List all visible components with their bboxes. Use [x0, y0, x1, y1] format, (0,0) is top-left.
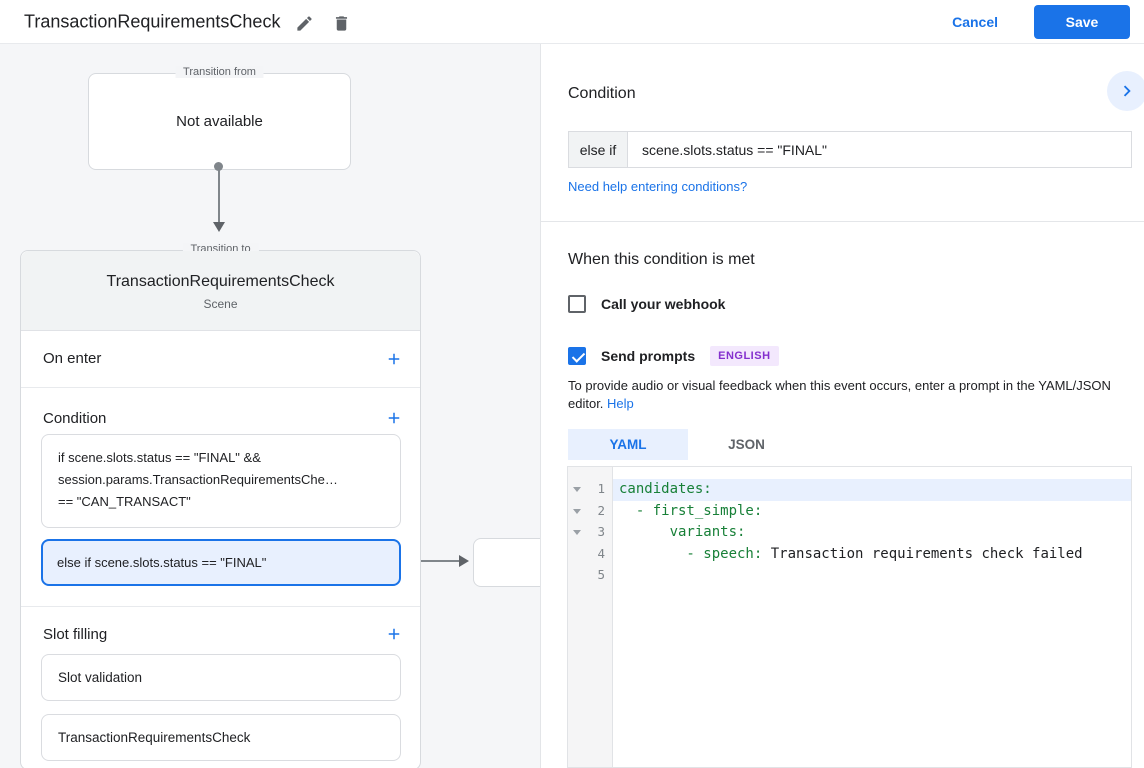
connector-line — [218, 170, 220, 222]
save-button[interactable]: Save — [1034, 5, 1130, 39]
plus-icon — [388, 628, 400, 640]
help-link[interactable]: Help — [607, 396, 634, 411]
on-enter-row: On enter — [21, 331, 420, 388]
fold-arrow-icon[interactable] — [573, 530, 581, 535]
condition-text-line: == "CAN_TRANSACT" — [58, 494, 191, 509]
fold-arrow-icon[interactable] — [573, 508, 581, 514]
send-prompts-checkbox-label: Send prompts — [601, 348, 696, 364]
slot-item-transaction[interactable]: TransactionRequirementsCheck — [41, 714, 401, 761]
top-bar: TransactionRequirementsCheck Cancel Save — [0, 0, 1144, 44]
webhook-checkbox-row: Call your webhook — [568, 295, 725, 313]
plus-icon — [388, 412, 400, 424]
code-token: candidates: — [619, 481, 712, 497]
webhook-checkbox[interactable] — [568, 295, 586, 313]
cancel-button[interactable]: Cancel — [944, 0, 1006, 44]
connector-arrow-down-icon — [213, 222, 225, 232]
scene-graph-canvas: Transition from Not available Transition… — [0, 44, 603, 768]
editor-line: 3 variants: — [568, 522, 1131, 544]
editor-line: 4 - speech: Transaction requirements che… — [568, 544, 1131, 566]
prompt-editor-description: To provide audio or visual feedback when… — [568, 377, 1130, 413]
add-condition-button[interactable] — [384, 408, 404, 428]
code-token: Transaction requirements check failed — [762, 545, 1083, 562]
connector-dot — [214, 162, 223, 171]
slot-filling-section-label: Slot filling — [43, 626, 108, 643]
scene-card-subtitle: Scene — [203, 297, 238, 311]
send-prompts-checkbox-row: Send prompts ENGLISH — [568, 346, 779, 366]
line-number: 5 — [597, 567, 605, 582]
code-token: - first_simple: — [619, 502, 763, 519]
transition-from-box: Transition from Not available — [88, 66, 351, 170]
condition-text-line: if scene.slots.status == "FINAL" && — [58, 450, 261, 465]
line-number: 2 — [597, 502, 605, 518]
connector-line — [404, 560, 460, 562]
fold-arrow-icon[interactable] — [573, 487, 581, 492]
code-line[interactable]: variants: — [613, 522, 1131, 544]
elseif-prefix-label: else if — [568, 131, 628, 168]
edit-title-button[interactable] — [293, 12, 315, 34]
collapse-panel-button[interactable] — [1107, 71, 1144, 111]
language-badge: ENGLISH — [710, 346, 779, 366]
condition-met-heading: When this condition is met — [568, 251, 755, 268]
add-slot-button[interactable] — [384, 624, 404, 644]
condition-item-elseif-selected[interactable]: else if scene.slots.status == "FINAL" — [41, 539, 401, 586]
editor-gutter — [568, 467, 613, 767]
condition-text: else if scene.slots.status == "FINAL" — [57, 555, 267, 570]
condition-expression-row: else if — [568, 131, 1132, 168]
page-title: TransactionRequirementsCheck — [24, 11, 281, 31]
add-on-enter-button[interactable] — [384, 349, 404, 369]
divider — [541, 221, 1144, 222]
condition-detail-panel: Condition else if Need help entering con… — [540, 44, 1144, 768]
slot-item-label: TransactionRequirementsCheck — [58, 730, 251, 745]
line-number: 1 — [597, 481, 605, 496]
condition-text-line: session.params.TransactionRequirementsCh… — [58, 472, 338, 487]
slot-item-label: Slot validation — [58, 670, 143, 685]
panel-title: Condition — [568, 85, 636, 102]
pencil-icon — [296, 15, 312, 31]
line-number: 3 — [597, 524, 605, 539]
plus-icon — [388, 353, 400, 365]
code-line[interactable]: - speech: Transaction requirements check… — [613, 544, 1131, 566]
code-token: - speech: — [619, 545, 763, 562]
editor-line: 2 - first_simple: — [568, 501, 1131, 523]
scene-card-title: TransactionRequirementsCheck — [106, 273, 335, 290]
conditions-help-link[interactable]: Need help entering conditions? — [568, 179, 748, 194]
delete-scene-button[interactable] — [330, 12, 352, 34]
transition-to-card: Transition to TransactionRequirementsChe… — [20, 243, 421, 768]
transition-from-legend: Transition from — [175, 66, 264, 78]
divider — [21, 606, 420, 607]
condition-expression-input[interactable] — [628, 131, 1132, 168]
chevron-right-icon — [1123, 85, 1131, 97]
description-text: To provide audio or visual feedback when… — [568, 378, 1111, 411]
code-line[interactable]: - first_simple: — [613, 501, 1131, 523]
trash-icon — [335, 15, 347, 31]
webhook-checkbox-label: Call your webhook — [601, 296, 726, 312]
editor-format-tabs: YAML JSON — [568, 429, 805, 460]
on-enter-label: On enter — [43, 350, 102, 367]
line-number: 4 — [597, 545, 605, 561]
condition-section-label: Condition — [43, 410, 107, 427]
scene-card-header[interactable]: TransactionRequirementsCheck Scene — [21, 251, 420, 331]
code-line[interactable] — [613, 565, 1131, 587]
editor-line: 1 candidates: — [568, 479, 1131, 501]
code-token: variants: — [619, 524, 746, 540]
transition-from-content: Not available — [176, 113, 263, 130]
slot-item-validation[interactable]: Slot validation — [41, 654, 401, 701]
code-line[interactable]: candidates: — [613, 479, 1131, 501]
condition-item-if[interactable]: if scene.slots.status == "FINAL" && sess… — [41, 434, 401, 528]
tab-yaml[interactable]: YAML — [568, 429, 688, 460]
tab-json[interactable]: JSON — [728, 437, 765, 452]
send-prompts-checkbox[interactable] — [568, 347, 586, 365]
connector-arrow-right-icon — [459, 555, 469, 567]
editor-line: 5 — [568, 565, 1131, 587]
